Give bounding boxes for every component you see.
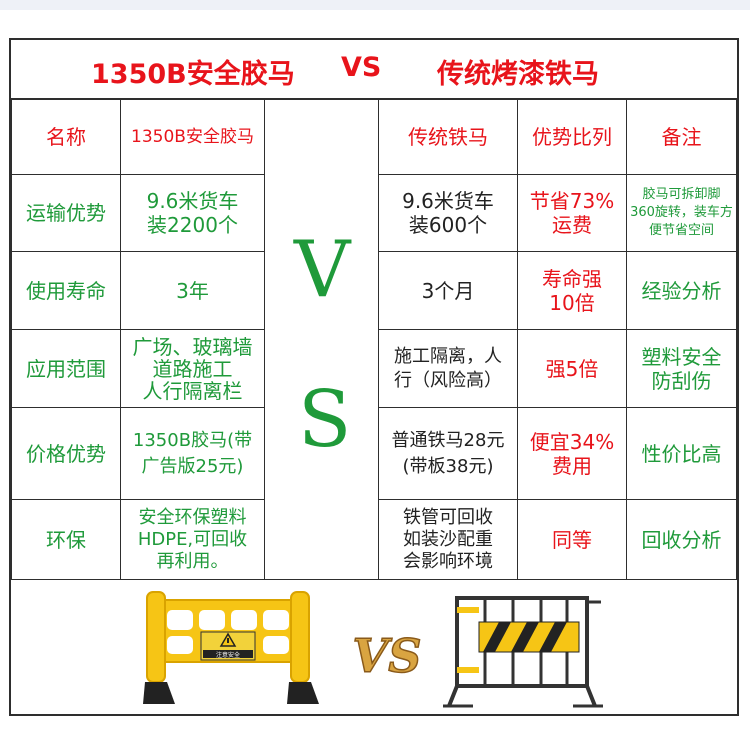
barrier-sign-text: 注意安全 [216,651,240,659]
plastic-cell: 安全环保塑料 HDPE,可回收 再利用。 [120,499,265,580]
note-cell: 回收分析 [626,499,737,580]
plastic-cell: 9.6米货车 装2200个 [120,174,265,252]
vs-letter-s: S [298,375,352,465]
iron-cell: 普通铁马28元 (带板38元) [378,407,518,500]
comparison-table [9,38,739,716]
iron-cell: 9.6米货车 装600个 [378,174,518,252]
plastic-cell: 3年 [120,251,265,330]
title-row: 1350B安全胶马 VS 传统烤漆铁马 [11,40,737,100]
iron-barrier-image [443,596,603,708]
note-cell: 性价比高 [626,407,737,500]
plastic-cell: 1350B胶马(带 广告版25元) [120,407,265,500]
plastic-barrier-image: 注意安全 [143,591,319,704]
advantage-cell: 寿命强 10倍 [517,251,627,330]
row-label: 环保 [11,499,121,580]
top-band [0,0,750,10]
title-right: 传统烤漆铁马 [437,59,599,90]
row-label: 应用范围 [11,329,121,408]
header-plastic: 1350B安全胶马 [120,98,265,175]
iron-cell: 铁管可回收 如装沙配重 会影响环境 [378,499,518,580]
vs-column [264,98,379,580]
advantage-cell: 节省73% 运费 [517,174,627,252]
row-label: 运输优势 [11,174,121,252]
vs-emblem: VS [352,628,422,684]
header-advantage: 优势比列 [517,98,627,175]
title-vs: VS [341,52,382,83]
row-label: 使用寿命 [11,251,121,330]
vs-emblem-text: VS [353,629,422,683]
header-iron: 传统铁马 [378,98,518,175]
header-name: 名称 [11,98,121,175]
advantage-cell: 强5倍 [517,329,627,408]
product-image-row: 注意安全 VS [11,580,737,714]
advantage-cell: 同等 [517,499,627,580]
plastic-cell: 广场、玻璃墙 道路施工 人行隔离栏 [120,329,265,408]
title-left: 1350B安全胶马 [91,59,295,90]
vs-letter-v: V [294,225,351,315]
header-note: 备注 [626,98,737,175]
row-label: 价格优势 [11,407,121,500]
note-cell: 经验分析 [626,251,737,330]
iron-cell: 施工隔离，人 行（风险高） [378,329,518,408]
advantage-cell: 便宜34% 费用 [517,407,627,500]
note-cell: 塑料安全 防刮伤 [626,329,737,408]
iron-cell: 3个月 [378,251,518,330]
note-cell: 胶马可拆卸脚 360旋转，装车方 便节省空间 [626,174,737,252]
